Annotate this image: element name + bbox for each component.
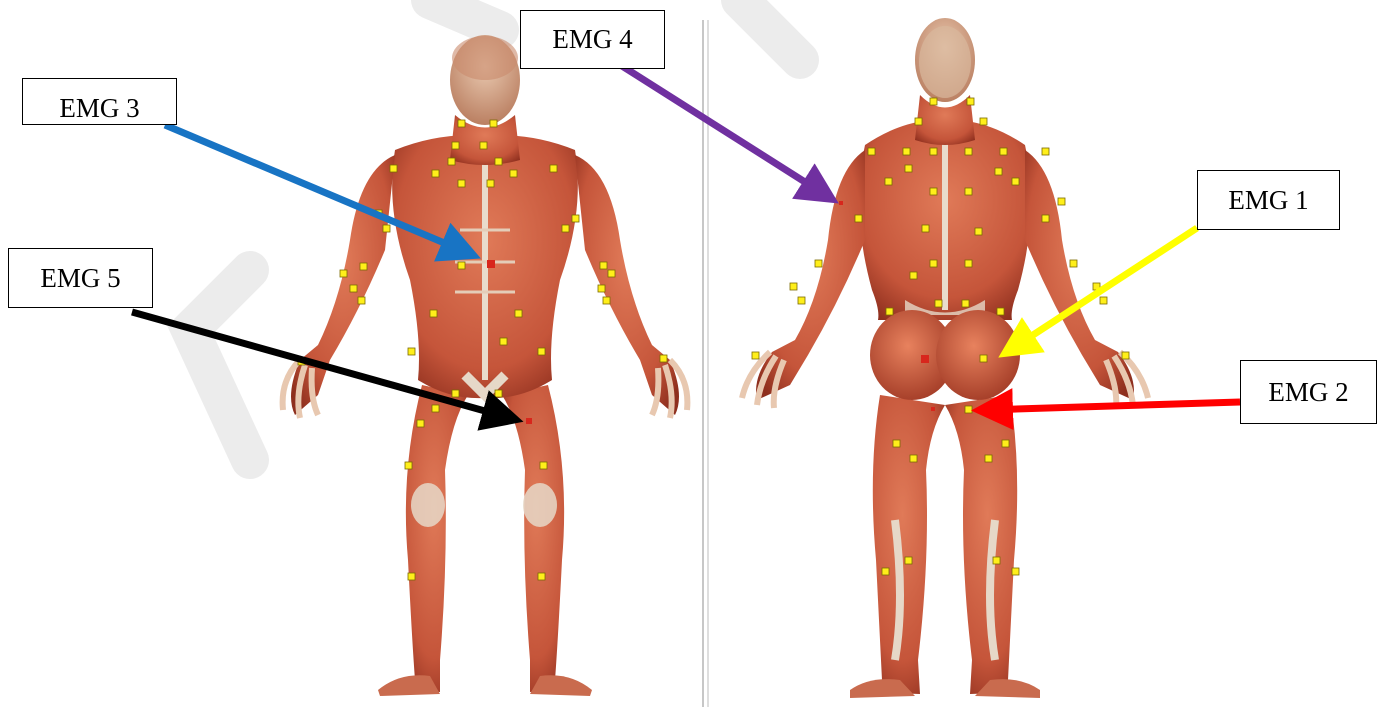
emg-3-label: EMG 3: [22, 78, 177, 125]
emg-4-label: EMG 4: [520, 10, 665, 69]
emg-5-label: EMG 5: [8, 248, 153, 308]
arrow-emg-2: [985, 402, 1240, 410]
posterior-view-figure: [742, 18, 1148, 698]
emg-1-label: EMG 1: [1197, 170, 1340, 230]
anterior-view-figure: [283, 35, 688, 696]
emg-2-label: EMG 2: [1240, 360, 1377, 424]
arrow-emg-4: [622, 66, 827, 196]
